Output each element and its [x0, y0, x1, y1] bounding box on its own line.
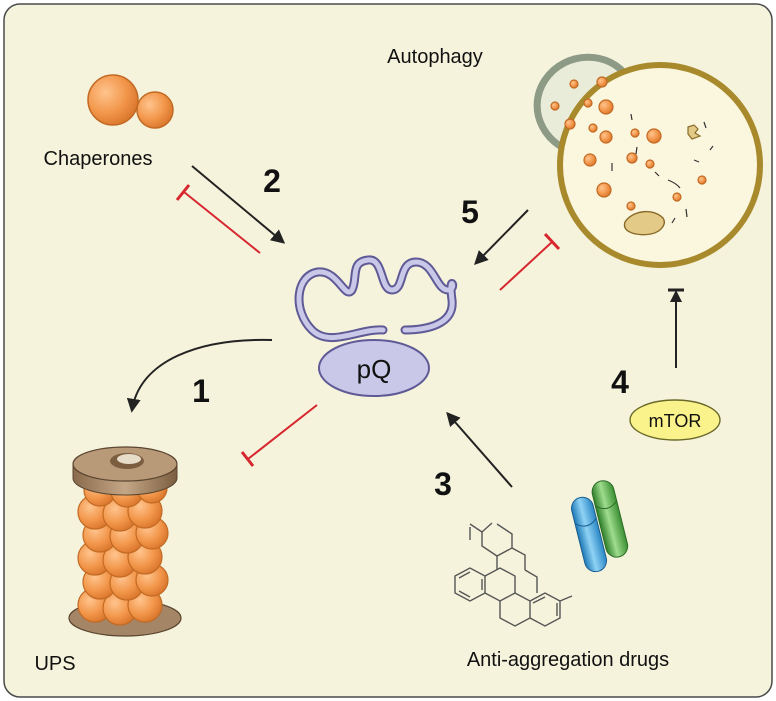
chaperones-to-pq-arrow	[191, 165, 286, 244]
pathway-number-1: 1	[192, 373, 210, 409]
autophagy-label: Autophagy	[387, 46, 483, 68]
mtor-label: mTOR	[649, 411, 702, 431]
pathway-number-2: 2	[263, 163, 281, 199]
chaperones-icon	[87, 74, 174, 129]
ups-label: UPS	[34, 653, 75, 675]
ups-inhibition-arrow	[247, 404, 318, 460]
polyglutamine-protein-icon	[294, 255, 458, 397]
autophagosome-icon	[533, 53, 763, 268]
drugs-label: Anti-aggregation drugs	[467, 649, 669, 671]
autophagy-to-pq-arrow	[474, 209, 529, 265]
pq-label: pQ	[357, 354, 392, 384]
drug-cylinders-icon	[570, 480, 629, 573]
proteasome-icon	[68, 446, 182, 637]
pq-to-ups-arrow	[126, 338, 273, 413]
autophagy-inhibition-arrow	[499, 241, 553, 291]
pathway-number-4: 4	[611, 364, 629, 400]
pathway-number-5: 5	[461, 194, 479, 230]
chaperones-label: Chaperones	[44, 148, 153, 170]
mtor-node	[629, 399, 721, 441]
drugs-to-pq-arrow	[446, 411, 513, 488]
drug-molecule-icon	[454, 522, 573, 627]
chaperones-inhibition-arrow	[183, 191, 261, 254]
pathway-number-3: 3	[434, 466, 452, 502]
arrows	[126, 165, 684, 488]
